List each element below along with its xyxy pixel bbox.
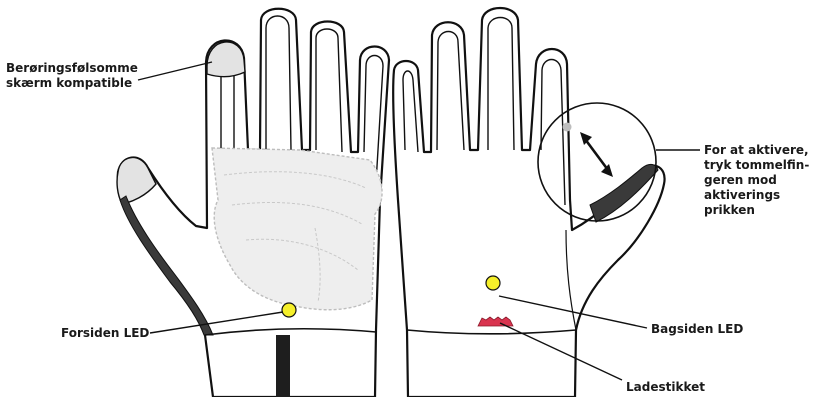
left-side-trim (119, 195, 214, 336)
double-arrow-icon (580, 132, 613, 177)
thumb-fingertip-patch (116, 156, 157, 205)
activation-dot (562, 122, 572, 132)
front-led (281, 302, 297, 318)
back-led (485, 275, 501, 291)
charger-label: Ladestikket (626, 380, 705, 394)
charging-port (477, 316, 514, 327)
right-glove (392, 7, 666, 397)
charger-callout-line (499, 322, 623, 381)
touchscreen-label-line-2: skærm kompatible (6, 76, 133, 90)
wrist-strap (276, 335, 290, 397)
touchscreen-label-line-1: Berøringsfølsomme (6, 61, 138, 75)
left-glove (116, 7, 391, 397)
touchscreen-label: Berøringsfølsomme skærm kompatible (6, 61, 138, 91)
activate-label-line-2: tryk tommelfin- (704, 158, 810, 172)
front-led-callout-line (149, 311, 284, 334)
front-led-label: Forsiden LED (61, 326, 150, 340)
thumb-trim (589, 163, 659, 223)
index-fingertip-patch (206, 41, 246, 78)
back-led-label: Bagsiden LED (651, 322, 744, 336)
activate-label-line-1: For at aktivere, (704, 143, 809, 157)
callout-lines (137, 61, 700, 381)
back-led-callout-line (498, 295, 648, 329)
activation-zoom-circle (537, 102, 657, 222)
touchscreen-callout-line (137, 61, 213, 81)
activate-label-line-3: geren mod (704, 173, 777, 187)
activate-label-line-5: prikken (704, 203, 755, 217)
activate-label: For at aktivere, tryk tommelfin- geren m… (704, 143, 809, 218)
activate-label-line-4: aktiverings (704, 188, 781, 202)
